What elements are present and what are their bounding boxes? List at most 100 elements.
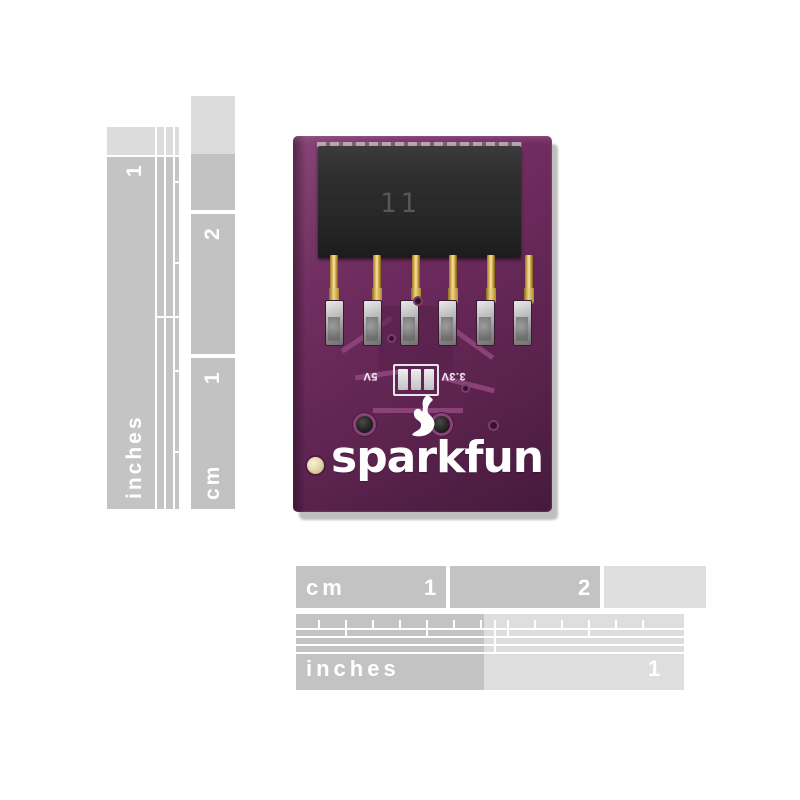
solder-pad [513, 300, 532, 346]
vertical-cm-segment-2 [191, 214, 235, 354]
horizontal-cm-mark-2: 2 [578, 575, 595, 600]
solder-pad-fill [516, 317, 528, 341]
through-hole-plated [433, 416, 450, 433]
horizontal-cm-mark-1: 1 [424, 575, 441, 600]
horizontal-tick [561, 620, 563, 629]
vertical-inches-unit-label: inches [123, 414, 146, 499]
header-pin-tip [448, 288, 458, 304]
vertical-cm-unit-label: cm [201, 463, 224, 500]
horizontal-tick [453, 620, 455, 629]
header-pin-shaft [449, 255, 457, 291]
header-pin-tip [486, 288, 496, 304]
horizontal-rail-4 [296, 652, 684, 654]
jumper-pad [398, 369, 408, 390]
jumper-pad [424, 369, 434, 390]
sparkfun-wordmark: sparkfun [331, 432, 544, 483]
header-pin-tip [524, 288, 534, 304]
vertical-tick [173, 370, 191, 372]
horizontal-tick [399, 620, 401, 629]
header-pin-tip [411, 288, 421, 304]
board-edge-bevel-left [293, 136, 306, 512]
vertical-inches-mark-1: 1 [123, 162, 146, 177]
vertical-cm-segment-top-mid [191, 154, 235, 210]
solder-pad-fill [366, 317, 378, 341]
horizontal-tick [318, 620, 320, 629]
vertical-ruler-tick-band [151, 96, 191, 510]
via [389, 336, 394, 341]
vertical-cm-column: 2 1 cm [191, 96, 235, 509]
jumper-label-3v3: 3.3V [441, 370, 466, 382]
horizontal-tick [494, 620, 496, 652]
horizontal-cm-segment-2 [604, 566, 706, 608]
vertical-tick [182, 106, 191, 108]
vertical-tick [182, 424, 191, 426]
horizontal-cm-segment-0 [296, 566, 446, 608]
header-pin-tip [329, 288, 339, 304]
vertical-scale-ruler: 1 inches 2 1 cm [107, 96, 235, 510]
vertical-tick [173, 181, 191, 183]
vertical-tick [182, 235, 191, 237]
vertical-inches-segment-lower [107, 157, 179, 509]
vertical-tick [182, 154, 191, 156]
vertical-tick [182, 478, 191, 480]
jumper-label-5v: 5V [363, 370, 378, 382]
vertical-cm-mark-1: 1 [201, 369, 224, 384]
via [490, 422, 497, 429]
board-edge-bevel-top [293, 136, 552, 144]
female-header-6pin: 11 [318, 146, 521, 258]
solder-pad-fill [403, 317, 415, 341]
horizontal-tick [642, 620, 644, 629]
solder-pad [363, 300, 382, 346]
vertical-tick [182, 289, 191, 291]
solder-pad-fill [328, 317, 340, 341]
header-pin-shaft [487, 255, 495, 291]
vertical-rail-1 [155, 96, 157, 510]
horizontal-inches-unit-label: inches [306, 656, 400, 681]
vertical-inches-column: 1 inches [107, 127, 179, 509]
vertical-cm-mark-2: 2 [201, 225, 224, 240]
voltage-select-jumper [393, 364, 439, 396]
header-pin-shaft [330, 255, 338, 291]
sparkfun-breakout-board: 11 5 [293, 136, 558, 520]
vertical-tick [173, 262, 191, 264]
header-part-marking: 11 [380, 188, 421, 219]
vertical-tick [182, 397, 191, 399]
horizontal-inches-row: inches 1 [296, 614, 706, 690]
mounting-pad-gold [307, 457, 324, 474]
vertical-inches-segment-upper [107, 127, 179, 155]
solder-pad [476, 300, 495, 346]
horizontal-rail-2 [296, 636, 706, 638]
board-substrate: 11 5 [293, 136, 552, 512]
horizontal-tick [534, 620, 536, 629]
solder-pad [325, 300, 344, 346]
horizontal-tick [345, 620, 347, 638]
horizontal-cm-segment-1 [450, 566, 600, 608]
solder-pad [400, 300, 419, 346]
via [415, 298, 421, 304]
through-hole-plated [356, 416, 373, 433]
vertical-cm-segment-1 [191, 358, 235, 509]
horizontal-rail-1 [296, 628, 706, 630]
header-top-lip [317, 142, 522, 147]
solder-pad-fill [479, 317, 491, 341]
vertical-tick [182, 343, 191, 345]
vertical-tick [182, 208, 191, 210]
solder-pad [438, 300, 457, 346]
horizontal-tick [615, 620, 617, 629]
horizontal-cm-unit-label: cm [306, 575, 346, 600]
header-pin-shaft [373, 255, 381, 291]
horizontal-tick [372, 620, 374, 629]
header-pin-shaft [525, 255, 533, 291]
vertical-tick [173, 451, 191, 453]
header-pin-tip [372, 288, 382, 304]
horizontal-tick [426, 620, 428, 638]
horizontal-rail-3 [296, 644, 706, 646]
solder-pad-fill [441, 317, 453, 341]
sparkfun-flame-icon [405, 394, 441, 438]
horizontal-inches-mark-1: 1 [648, 656, 665, 681]
vertical-rail-4 [182, 96, 184, 510]
horizontal-cm-row: cm 1 2 [296, 566, 706, 608]
vertical-rail-3 [173, 96, 175, 510]
horizontal-tick [480, 620, 482, 629]
horizontal-tick [507, 620, 509, 638]
